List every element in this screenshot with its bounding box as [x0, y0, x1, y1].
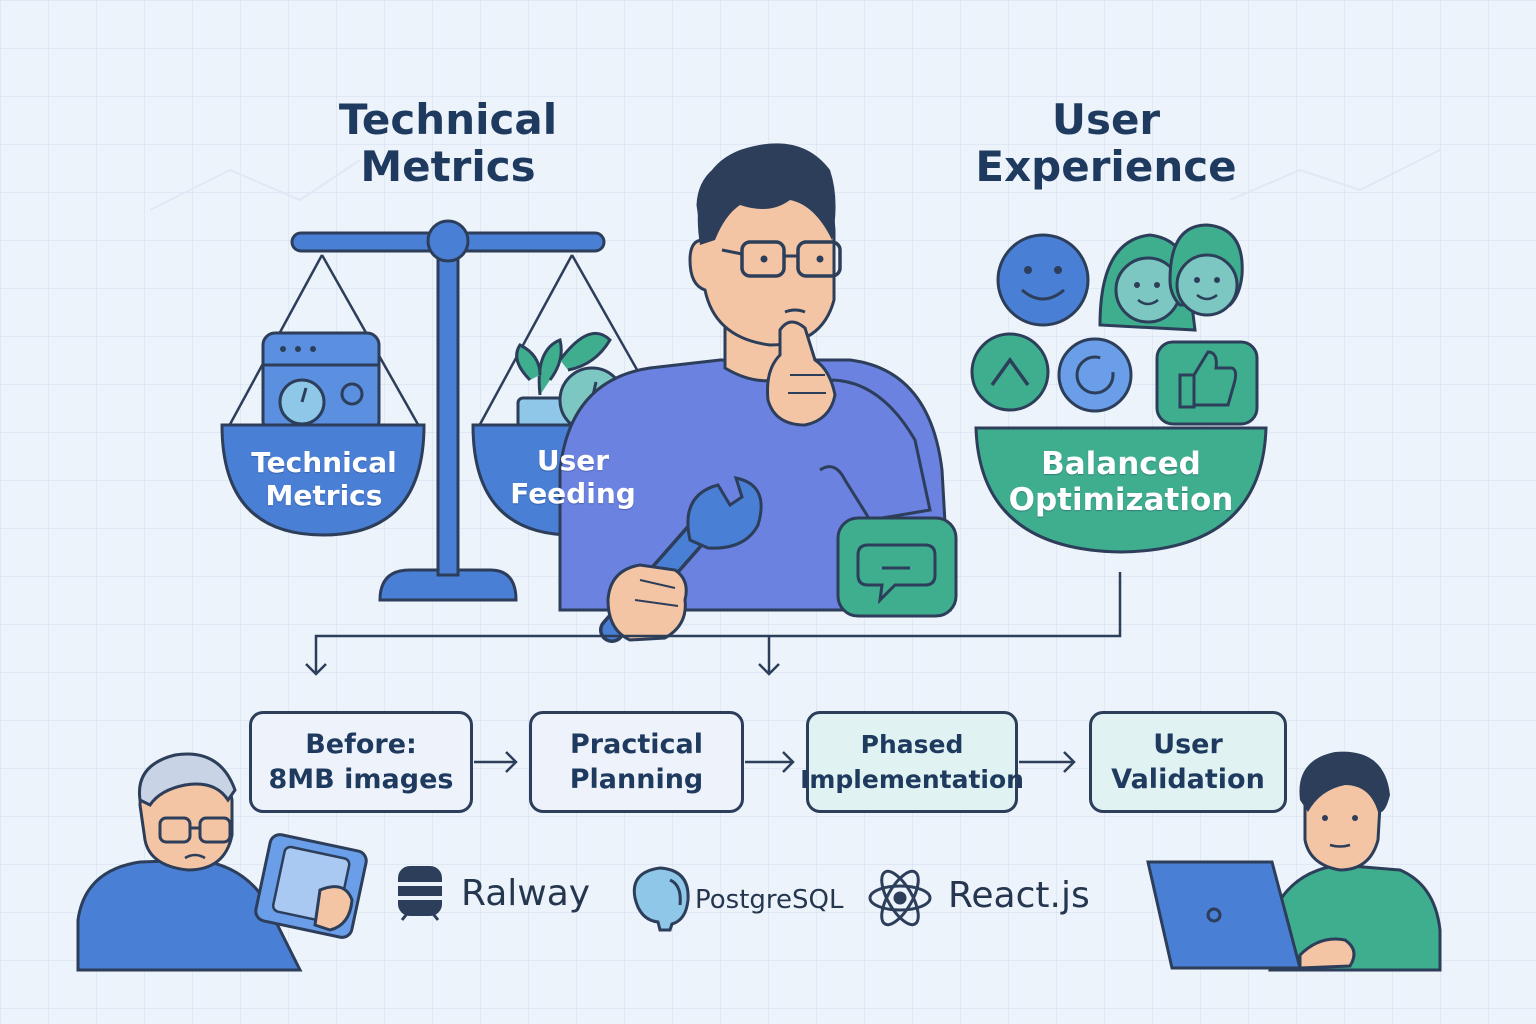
postgresql-elephant-icon [632, 866, 690, 932]
step-line: Practical [570, 729, 703, 760]
balance-scale-icon [226, 219, 672, 602]
step-line: Implementation [800, 765, 1024, 794]
bowl-label-line: Optimization [1008, 482, 1234, 518]
railway-logo-icon [398, 866, 442, 921]
pan-label-line: Metrics [265, 479, 383, 512]
step-line: Before: [305, 729, 417, 760]
older-user-with-tablet-illustration [76, 752, 368, 972]
user-with-laptop-illustration [1146, 751, 1442, 972]
thumbs-up-icon [1155, 340, 1259, 426]
bowl-label-line: Balanced [1041, 446, 1201, 482]
step-phased-implementation: Phased Implementation [800, 711, 1024, 813]
smiley-face-icon [996, 233, 1090, 327]
reactjs-label: React.js [948, 875, 1090, 916]
flow-connectors [305, 572, 1122, 773]
step-line: Validation [1111, 764, 1265, 795]
step-before-8mb-images: Before: 8MB images [249, 711, 473, 813]
chat-bubble-icon [836, 516, 958, 618]
users-icon [1098, 223, 1244, 332]
laptop-icon [1146, 860, 1302, 970]
balanced-optimization-bowl [974, 426, 1268, 554]
heading-line: User [1051, 95, 1161, 144]
right-pan-label: User Feeding [473, 444, 673, 510]
chevron-up-icon [970, 332, 1050, 412]
pan-label-line: Feeding [510, 477, 636, 510]
pan-label-line: User [536, 444, 610, 477]
postgresql-label: PostgreSQL [695, 885, 844, 915]
technical-metrics-heading: Technical Metrics [318, 96, 578, 190]
step-line: User [1153, 729, 1223, 760]
refresh-circle-icon [1057, 337, 1133, 413]
step-practical-planning: Practical Planning [529, 711, 744, 813]
react-atom-icon [868, 869, 932, 927]
user-experience-heading: User Experience [975, 96, 1237, 190]
railway-label: Ralway [461, 873, 591, 914]
pan-label-line: Technical [251, 446, 397, 479]
left-pan-label: Technical Metrics [222, 446, 426, 512]
step-user-validation: User Validation [1089, 711, 1287, 813]
heading-line: Technical [338, 95, 558, 144]
tablet-icon [254, 833, 368, 939]
step-line: 8MB images [268, 764, 454, 795]
heading-line: Experience [975, 142, 1237, 191]
step-line: Planning [569, 764, 704, 795]
thinking-developer-illustration [558, 143, 958, 643]
step-line: Phased [860, 730, 964, 759]
balanced-optimization-label: Balanced Optimization [990, 446, 1252, 518]
heading-line: Metrics [360, 142, 536, 191]
metrics-device-icon [261, 331, 381, 435]
